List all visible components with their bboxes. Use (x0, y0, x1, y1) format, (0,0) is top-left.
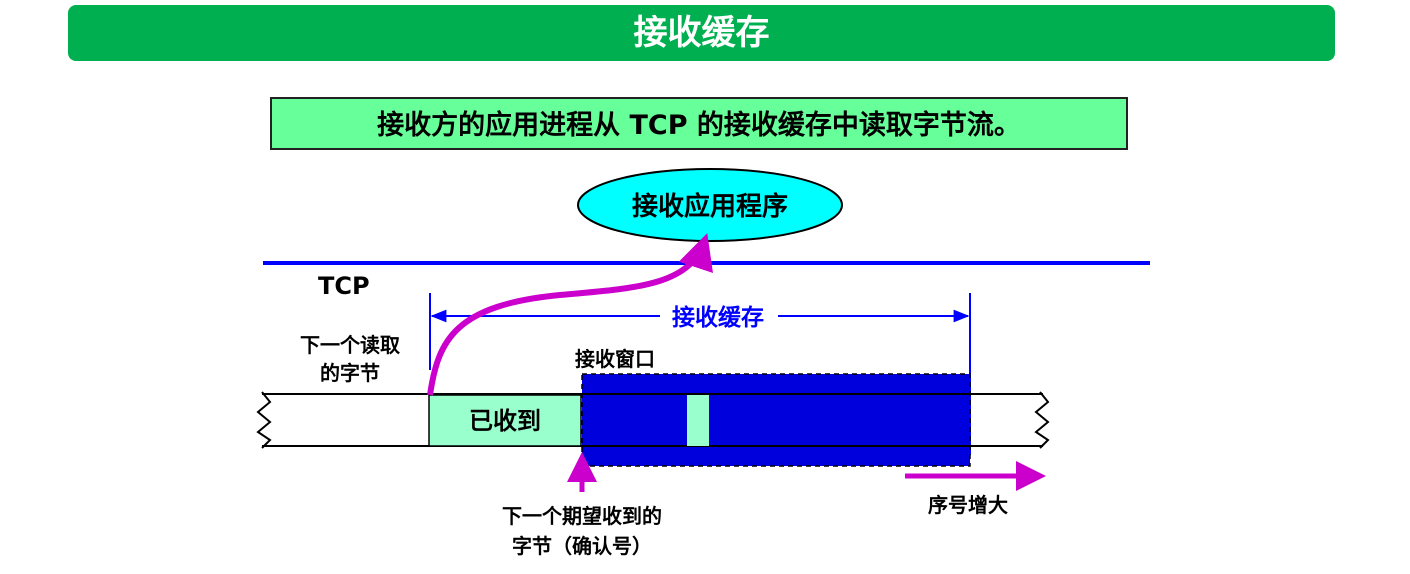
received-label: 已收到 (469, 407, 541, 435)
stream-left-break (256, 391, 272, 449)
read-flow-arrow (427, 233, 713, 396)
stream-right-break (1034, 391, 1050, 449)
received-block (428, 394, 582, 447)
out-of-order-segment (687, 395, 709, 446)
next-expected-line1: 下一个期望收到的 (502, 504, 662, 528)
page-title-banner: 接收缓存 (68, 5, 1335, 61)
buffer-label: 接收缓存 (672, 304, 764, 331)
tcp-label: TCP (318, 272, 370, 300)
page-title: 接收缓存 (633, 13, 770, 53)
next-read-line2: 的字节 (320, 361, 380, 385)
window-label: 接收窗口 (575, 347, 655, 371)
next-expected-line2: 字节（确认号） (512, 534, 652, 558)
seq-increase-label: 序号增大 (928, 493, 1008, 517)
subtitle-text: 接收方的应用进程从 TCP 的接收缓存中读取字节流。 (377, 110, 1021, 141)
app-label: 接收应用程序 (632, 191, 788, 222)
receive-window-block (581, 373, 971, 467)
subtitle-box: 接收方的应用进程从 TCP 的接收缓存中读取字节流。 (270, 97, 1128, 150)
next-read-line1: 下一个读取 (300, 333, 400, 357)
